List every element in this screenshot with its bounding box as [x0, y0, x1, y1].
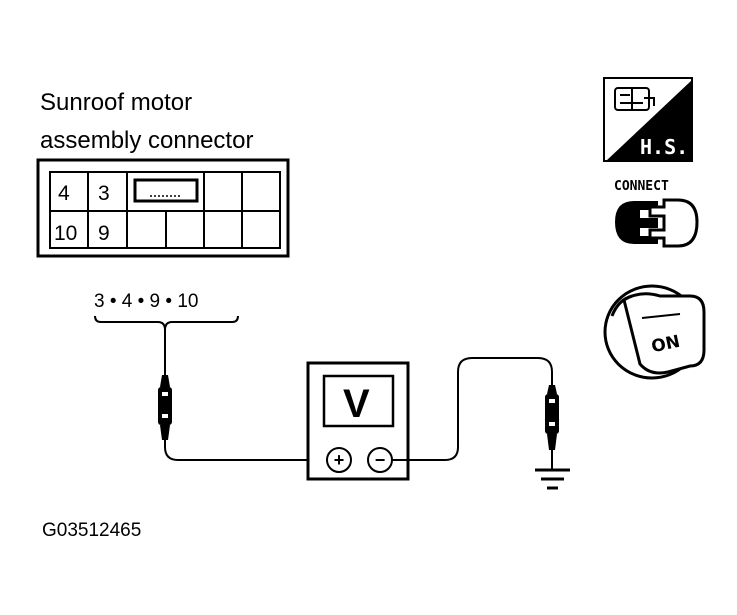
probe-pin-list: 3 • 4 • 9 • 10: [94, 291, 198, 312]
harness-side-icon: [603, 77, 693, 162]
positive-terminal-icon: +: [334, 450, 345, 470]
figure-id: G03512465: [42, 520, 141, 541]
pin-label-4: 4: [58, 182, 70, 205]
negative-terminal-icon: −: [375, 450, 386, 470]
connect-icon: [615, 198, 699, 248]
left-lead-wire: [164, 440, 325, 461]
harness-side-label: H.S.: [640, 135, 688, 159]
voltmeter: [306, 361, 410, 481]
ground-icon: [535, 468, 570, 490]
connect-label: CONNECT: [614, 179, 669, 194]
pin-label-10: 10: [54, 222, 77, 245]
right-lead-wire: [392, 357, 553, 461]
connector-face: [36, 158, 290, 258]
ignition-key-icon: [603, 284, 706, 380]
right-test-probe: [545, 385, 559, 470]
pin-bracket: [94, 315, 239, 331]
connector-title-line1: Sunroof motor: [40, 89, 192, 116]
left-test-probe: [158, 330, 172, 440]
pin-label-3: 3: [98, 182, 110, 205]
pin-label-9: 9: [98, 222, 110, 245]
voltmeter-symbol: V: [343, 382, 370, 426]
connector-title-line2: assembly connector: [40, 127, 253, 154]
